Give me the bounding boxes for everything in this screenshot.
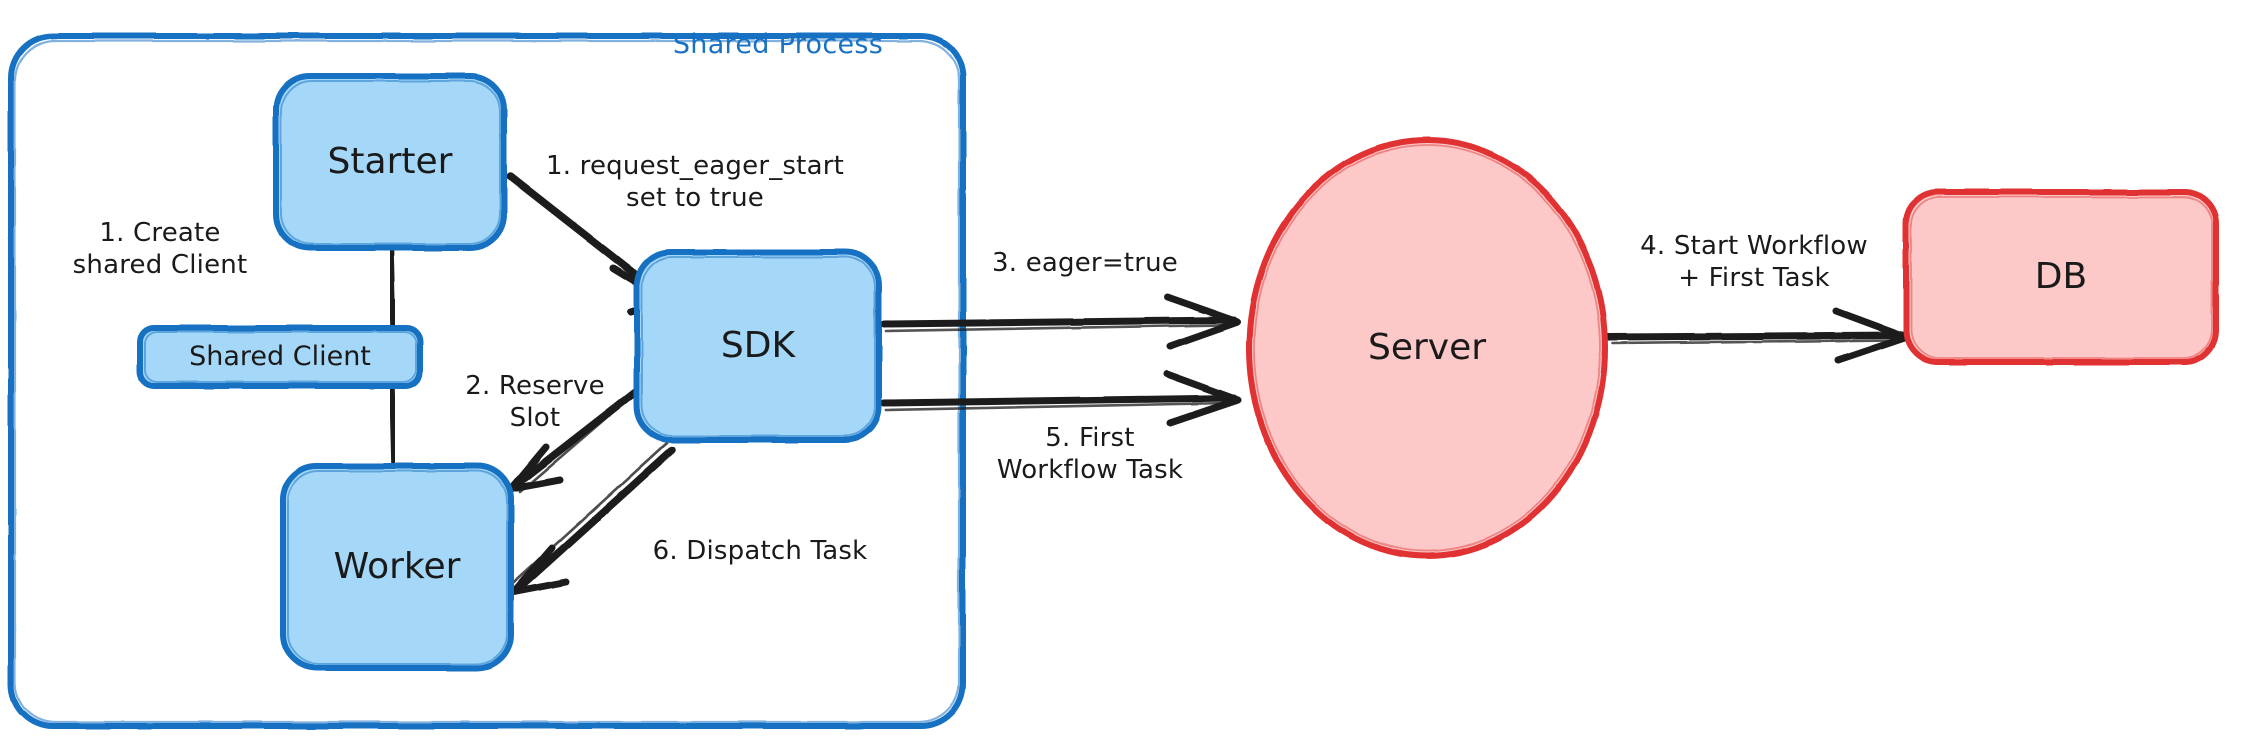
node-starter[interactable] [273, 73, 507, 251]
edge-3-arrow [880, 293, 1242, 350]
edge-6-label: 6. Dispatch Task [652, 536, 868, 567]
edge-2-label: 2. Reserve Slot [465, 371, 605, 433]
node-server[interactable] [1246, 137, 1608, 559]
edge-1-label: 1. request_eager_start set to true [546, 151, 844, 213]
edge-5-label: 5. First Workflow Task [996, 423, 1184, 485]
node-db[interactable] [1903, 189, 2219, 365]
edge-4-label: 4. Start Workflow + First Task [1640, 231, 1868, 293]
node-sdk[interactable] [634, 249, 882, 443]
edge-create-shared-client-line [388, 246, 397, 469]
shared-process-title: Shared Process [672, 29, 884, 60]
edge-4-arrow [1604, 307, 1910, 364]
edge-3-label: 3. eager=true [992, 248, 1178, 279]
shared-process-container[interactable] [8, 33, 966, 729]
node-shared-client[interactable] [137, 325, 423, 389]
node-worker[interactable] [280, 463, 514, 671]
edge-7-label: 1. Create shared Client [72, 218, 248, 280]
edge-5-arrow [880, 370, 1242, 427]
